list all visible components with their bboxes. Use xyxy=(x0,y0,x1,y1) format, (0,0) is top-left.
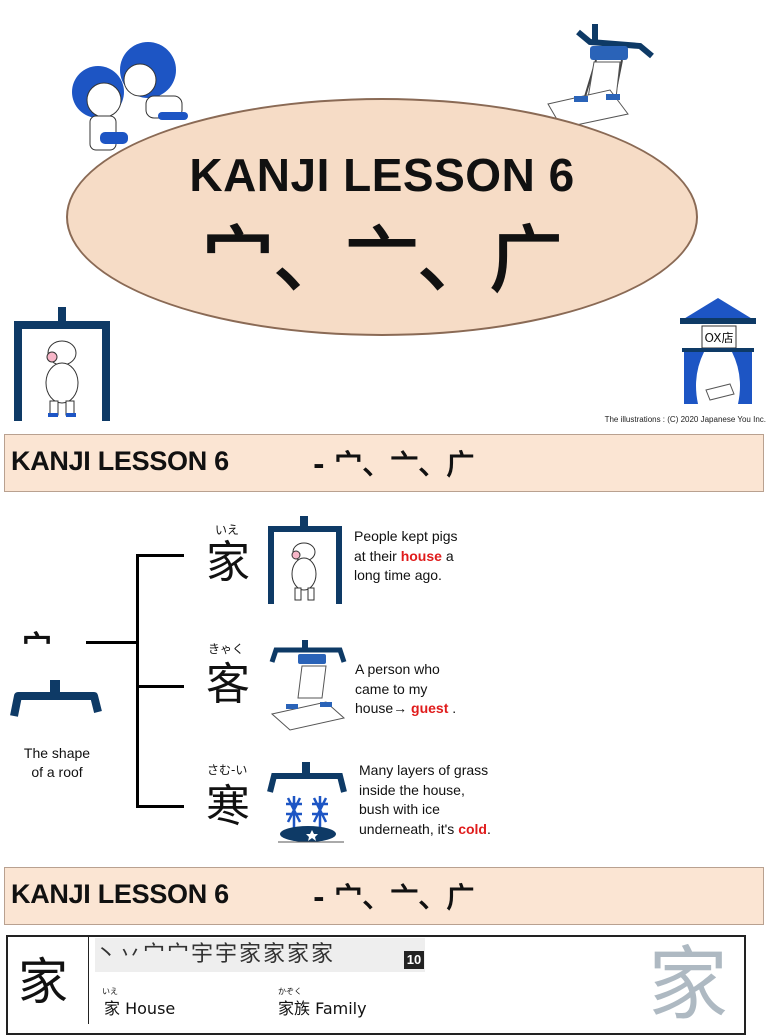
guest-description: A person who came to my house→ guest . xyxy=(355,660,475,719)
desc-text: Many layers of grass inside the house, b… xyxy=(359,762,489,837)
guest-roof-illustration-icon xyxy=(547,24,654,129)
pig-house-icon xyxy=(268,516,342,604)
example-meaning: Family xyxy=(315,999,367,1018)
guest-roof-icon xyxy=(269,640,347,731)
example-kanji: 家族 xyxy=(278,999,311,1018)
stroke-count-badge: 10 xyxy=(404,951,424,969)
radical-glyph: 宀 xyxy=(22,630,52,665)
boy-girl-illustration-icon xyxy=(72,42,188,151)
kanji-cold: 寒 xyxy=(206,781,250,832)
shop-illustration-icon: OX店 xyxy=(680,298,756,404)
shop-sign-text: OX店 xyxy=(705,331,734,345)
kanji-reading: さむ-い xyxy=(207,763,248,777)
cold-house-icon xyxy=(267,762,347,843)
desc-highlight: guest xyxy=(411,700,449,716)
example-reading: かぞく xyxy=(278,987,302,996)
caption-line: The shape xyxy=(23,745,91,761)
desc-text: People kept pigs at their xyxy=(354,528,458,564)
lesson-header-bar: KANJI LESSON 6 - 宀、亠、广 xyxy=(4,434,764,492)
bar-title: KANJI LESSON 6 xyxy=(11,879,229,909)
copyright-text: The illustrations : (C) 2020 Japanese Yo… xyxy=(604,415,766,424)
lesson-header-bar: KANJI LESSON 6 - 宀、亠、广 xyxy=(4,867,764,925)
roof-shape-caption: The shape of a roof xyxy=(8,744,106,782)
kanji-reading: いえ xyxy=(215,523,240,537)
desc-text: A person who came to my house→ xyxy=(355,661,440,716)
tree-branch xyxy=(136,805,184,808)
bar-radicals: - 宀、亠、广 xyxy=(313,881,475,914)
example-kanji: 家 xyxy=(104,999,121,1018)
title-ellipse xyxy=(66,98,698,336)
example-reading: いえ xyxy=(102,987,118,996)
stroke-order-strip: 丶丷宀宀宇宇家家家家 xyxy=(95,938,425,972)
title-radicals: 宀、亠、广 xyxy=(201,218,562,302)
kanji-watermark: 家 xyxy=(648,938,728,1031)
roof-shape-icon xyxy=(10,680,102,717)
page-title: KANJI LESSON 6 xyxy=(189,149,575,201)
tree-branch xyxy=(136,685,184,688)
caption-line: of a roof xyxy=(31,764,83,780)
example-meaning: House xyxy=(125,999,176,1018)
kanji-reading: きゃく xyxy=(208,642,245,656)
desc-text: a long time ago. xyxy=(354,547,454,584)
table-divider xyxy=(88,935,89,1024)
example-word: 家 House xyxy=(104,995,175,1019)
example-word: 家族 Family xyxy=(278,995,367,1019)
pig-house-illustration-icon xyxy=(14,307,110,421)
desc-text: . xyxy=(486,820,491,837)
desc-text: . xyxy=(448,700,457,716)
bar-radicals: - 宀、亠、广 xyxy=(313,448,475,481)
kanji-house: 家 xyxy=(206,537,250,588)
table-kanji: 家 xyxy=(18,953,68,1011)
tree-branch xyxy=(136,554,184,557)
desc-highlight: house xyxy=(400,547,442,564)
cold-description: Many layers of grass inside the house, b… xyxy=(359,761,499,839)
tree-trunk xyxy=(136,554,139,808)
desc-highlight: cold xyxy=(458,820,487,837)
bar-title: KANJI LESSON 6 xyxy=(11,446,229,476)
tree-connector xyxy=(86,641,138,644)
house-description: People kept pigs at their house a long t… xyxy=(354,527,458,586)
kanji-guest: 客 xyxy=(206,659,250,710)
